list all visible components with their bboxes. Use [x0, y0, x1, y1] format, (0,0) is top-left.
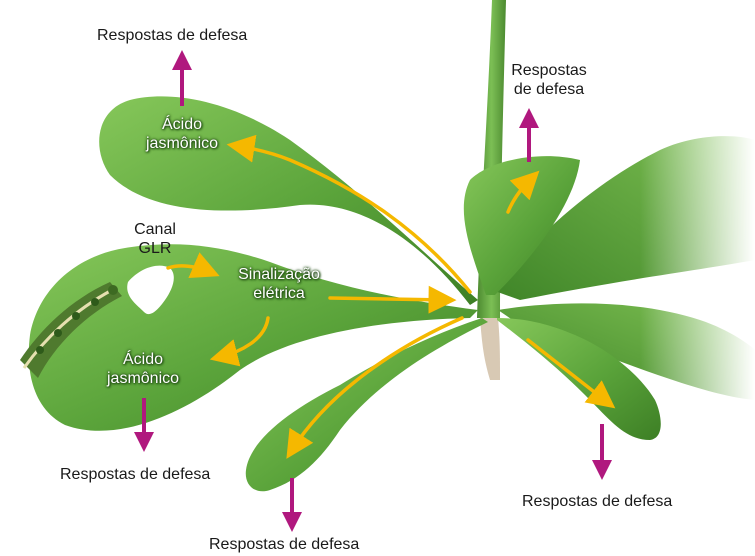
arrow-stem-to-small-leaf [506, 170, 540, 214]
acid-label-upper-line2: jasmônico [145, 135, 219, 152]
acid-label-lower-line1: Ácido [122, 351, 164, 368]
acid-label-lower: Ácido jasmônico [107, 350, 179, 388]
acid-label-lower-line2: jasmônico [106, 370, 180, 387]
defense-label-bottom-center: Respostas de defesa [209, 536, 360, 553]
canal-label-line1: Canal [134, 221, 176, 238]
arrow-stem-to-bottom-left [286, 316, 464, 459]
arrow-signal-to-stem [328, 285, 457, 314]
signal-arrows [166, 134, 616, 459]
defense-label-bottom-right: Respostas de defesa [522, 493, 673, 510]
arrow-to-upper-acid [226, 134, 472, 294]
arrow-canal-to-signal [166, 252, 220, 278]
caterpillar [20, 282, 122, 378]
signal-label: Sinalização elétrica [238, 265, 320, 303]
canal-label-line2: GLR [138, 240, 172, 257]
leaf-small-upper [463, 156, 580, 295]
leaf-top-left [99, 96, 478, 305]
defense-arrows [134, 50, 612, 532]
defense-label-top-left: Respostas de defesa [97, 27, 248, 44]
signal-label-line1: Sinalização [238, 266, 320, 283]
bite-hole [127, 265, 174, 315]
canal-glr-label: Canal GLR [134, 220, 176, 258]
defense-label-bottom-left: Respostas de defesa [60, 466, 211, 483]
root [480, 318, 500, 380]
arrow-signal-to-lower-acid [209, 316, 270, 367]
defense-label-top-right-line1: Respostas [511, 62, 587, 79]
acid-label-upper-line1: Ácido [161, 116, 203, 133]
defense-label-top-right-line2: de defesa [513, 81, 585, 98]
defense-label-top-right: Respostas de defesa [511, 61, 587, 99]
signal-label-line2: elétrica [253, 285, 305, 302]
acid-label-upper: Ácido jasmônico [146, 115, 218, 153]
arrow-stem-to-bottom-right [526, 338, 616, 409]
